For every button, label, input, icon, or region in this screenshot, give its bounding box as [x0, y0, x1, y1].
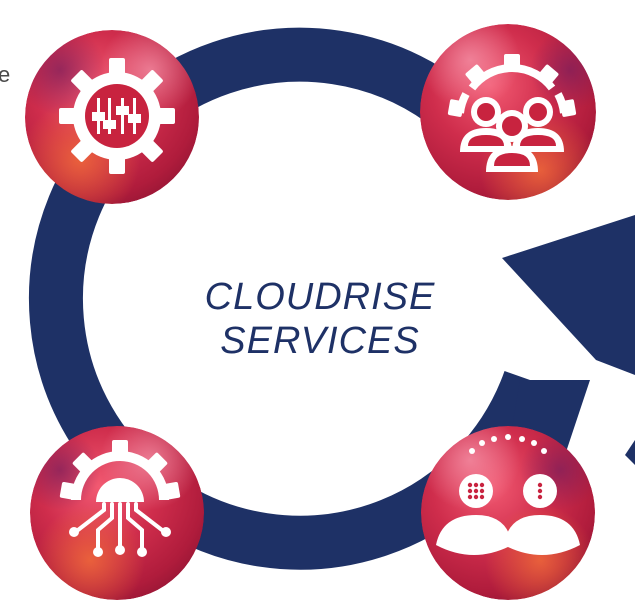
node-bottom-left — [30, 426, 204, 600]
arrow-tip-fragment — [625, 440, 635, 465]
node-bottom-right — [421, 426, 595, 600]
node-top-right — [420, 24, 596, 200]
people-connection-icon — [436, 434, 580, 555]
settings-sliders-gear-icon — [59, 58, 175, 174]
center-title-line2: SERVICES — [220, 320, 420, 362]
node-top-left — [25, 30, 199, 204]
team-gear-icon — [447, 54, 577, 172]
circuit-gear-icon — [59, 440, 181, 557]
cycle-arrowhead — [502, 215, 635, 375]
center-title: CLOUDRISE SERVICES — [160, 275, 480, 363]
cycle-ring — [28, 27, 556, 570]
center-title-line1: CLOUDRISE — [204, 276, 436, 318]
clipped-edge-text: e — [0, 62, 11, 87]
